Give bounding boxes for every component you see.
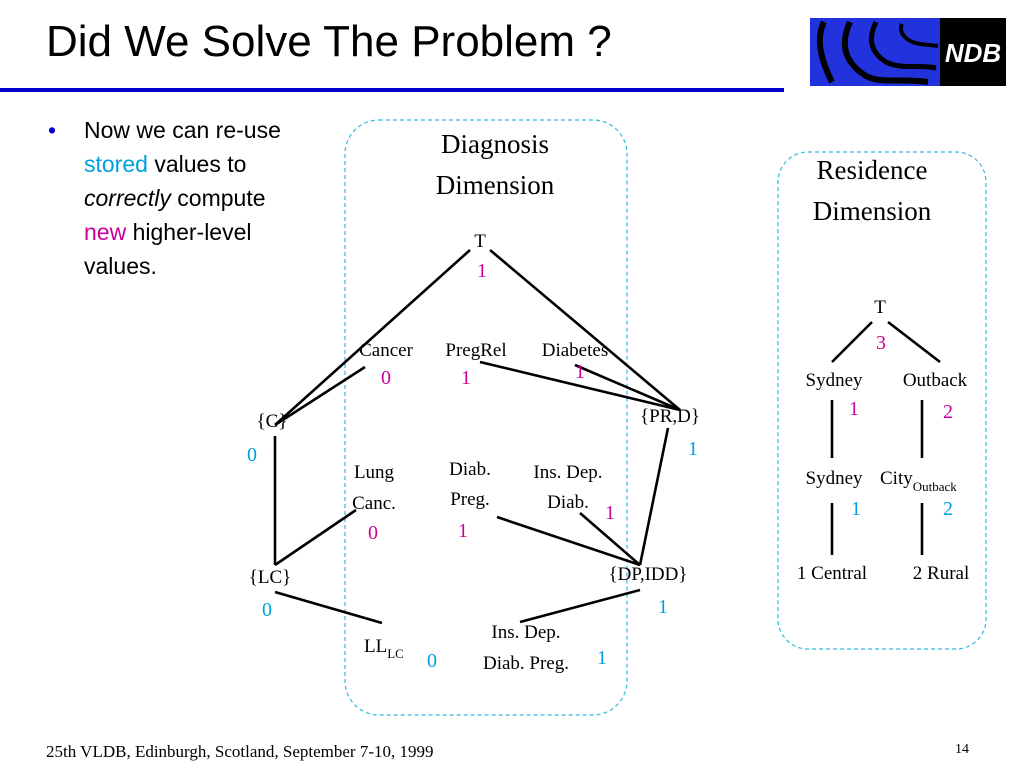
diag-lc-value: 0 [262, 599, 272, 621]
bullet-dot-icon: • [48, 117, 57, 143]
res-node-top: T [874, 297, 886, 318]
word-higher-level: higher-level [132, 219, 252, 245]
word-stored: stored [84, 151, 148, 177]
bullet-line-4: new higher-level [84, 215, 344, 249]
res-node-rural: 2 Rural [913, 563, 969, 584]
page-number: 14 [955, 742, 969, 757]
diag-node-insdp-line2: Diab. Preg. [483, 653, 569, 674]
residence-edges [830, 320, 941, 555]
word-correctly: correctly [84, 185, 171, 211]
slide-title: Did We Solve The Problem ? [46, 17, 612, 66]
diag-node-diabpreg-line2: Preg. [450, 489, 490, 510]
diag-node-diabpreg-line1: Diab. [449, 459, 491, 480]
bullet-line-2: stored values to [84, 147, 344, 181]
diag-lung-value: 0 [368, 522, 378, 544]
bullet-line-3: correctly compute [84, 181, 344, 215]
diag-node-cancer: Cancer [359, 340, 413, 361]
bullet-text: Now we can re-use stored values to corre… [84, 113, 344, 283]
diag-node-top: T [474, 231, 486, 252]
res-sydney-city-value: 1 [851, 498, 861, 520]
diag-insdep-value: 1 [605, 502, 615, 524]
diagnosis-header-line1: Diagnosis [441, 129, 549, 159]
res-node-city-outback: CityOutback [880, 468, 957, 494]
diag-node-insdep-line2: Diab. [547, 492, 589, 513]
diag-c-value: 0 [247, 444, 257, 466]
bullet-line-5: values. [84, 253, 157, 279]
word-new: new [84, 219, 127, 245]
res-city-outback-value: 2 [943, 498, 953, 520]
diag-insdp-value: 1 [597, 647, 607, 669]
res-sydney-value: 1 [849, 398, 859, 420]
diag-top-value: 1 [477, 260, 487, 282]
diag-node-prd: {PR,D} [640, 406, 700, 427]
diag-node-insdp-line1: Ins. Dep. [491, 622, 560, 643]
diag-node-c: {C} [257, 411, 288, 432]
diag-ll-value: 0 [427, 650, 437, 672]
diagnosis-panel [344, 119, 628, 716]
res-node-sydney: Sydney [806, 370, 864, 391]
diag-node-ll: LLLC [364, 636, 404, 661]
diagnosis-edges [273, 249, 681, 625]
diag-pregrel-value: 1 [461, 367, 471, 389]
res-node-outback: Outback [903, 370, 968, 391]
diag-diabpreg-value: 1 [458, 520, 468, 542]
diag-node-dpidd: {DP,IDD} [609, 564, 688, 585]
word-compute: compute [177, 185, 266, 211]
diag-dpidd-value: 1 [658, 596, 668, 618]
diag-prd-value: 1 [688, 438, 698, 460]
res-node-sydney-city: Sydney [806, 468, 864, 489]
diagnosis-header-line2: Dimension [436, 170, 555, 200]
residence-header-line2: Dimension [813, 196, 932, 226]
res-top-value: 3 [876, 332, 886, 354]
residence-panel [777, 151, 987, 650]
diag-node-insdep-line1: Ins. Dep. [533, 462, 602, 483]
diag-node-lung-line2: Canc. [352, 493, 396, 514]
diag-cancer-value: 0 [381, 367, 391, 389]
bullet-line-1: Now we can re-use [84, 117, 281, 143]
residence-header-line1: Residence [817, 155, 928, 185]
diag-node-pregrel: PregRel [445, 340, 506, 361]
ndb-logo: NDB [810, 18, 1006, 86]
title-underline [0, 88, 784, 92]
svg-text:NDB: NDB [945, 38, 1001, 68]
diag-node-lc: {LC} [249, 567, 292, 588]
res-node-central: 1 Central [797, 563, 867, 584]
diag-node-lung-line1: Lung [354, 462, 395, 483]
diag-diabetes-value: 1 [575, 361, 585, 383]
slide-footer: 25th VLDB, Edinburgh, Scotland, Septembe… [46, 742, 434, 761]
diag-node-diabetes: Diabetes [542, 340, 608, 361]
word-values-to: values to [154, 151, 247, 177]
res-outback-value: 2 [943, 401, 953, 423]
